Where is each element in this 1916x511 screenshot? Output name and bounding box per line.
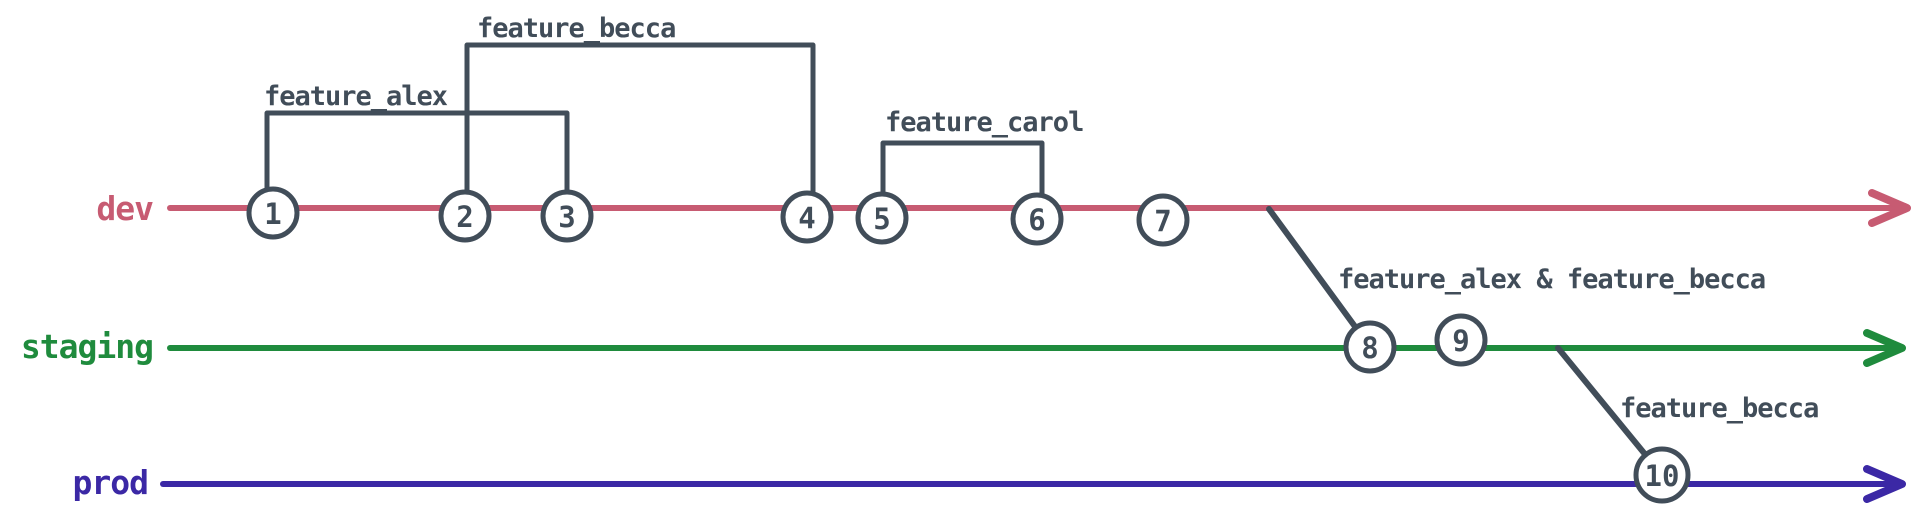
staging-arrowhead-icon: [1863, 329, 1906, 367]
prod-arrowhead-icon: [1863, 465, 1906, 503]
commit-number: 3: [558, 200, 575, 234]
feature-becca-label: feature_becca: [477, 13, 675, 44]
prod-branch-label: prod: [73, 463, 148, 502]
commit-circle: [1010, 192, 1064, 246]
dev-to-staging-merge-line: [1266, 206, 1373, 350]
commit-node-9: 9: [1434, 313, 1488, 367]
commit-node-1: 1: [246, 186, 300, 240]
commit-circle: [246, 186, 300, 240]
feature-becca-bracket: [464, 42, 816, 197]
commit-number: 8: [1361, 331, 1378, 365]
commit-number: 5: [873, 202, 890, 236]
commit-node-3: 3: [540, 189, 594, 243]
commit-circle: [1136, 193, 1190, 247]
feature-alex-label: feature_alex: [264, 81, 448, 112]
commit-number: 9: [1452, 324, 1469, 358]
commit-number: 2: [456, 200, 473, 234]
feature-carol-bracket: [880, 140, 1045, 199]
commit-node-10: 10: [1633, 446, 1691, 504]
commit-node-4: 4: [780, 190, 834, 244]
commit-circle: [540, 189, 594, 243]
commit-node-5: 5: [855, 191, 909, 245]
commit-circle: [780, 190, 834, 244]
commit-circle: [1343, 320, 1397, 374]
feature-alex-bracket: [264, 110, 570, 195]
commit-number: 7: [1154, 204, 1171, 238]
commit-node-6: 6: [1010, 192, 1064, 246]
staging-merge-label: feature_alex & feature_becca: [1338, 264, 1765, 295]
commit-number: 1: [264, 197, 281, 231]
commit-node-7: 7: [1136, 193, 1190, 247]
commit-number: 10: [1645, 459, 1680, 493]
prod-merge-label: feature_becca: [1620, 393, 1818, 424]
commit-node-8: 8: [1343, 320, 1397, 374]
dev-branch-label: dev: [96, 189, 153, 228]
commit-circle: [1633, 446, 1691, 504]
commit-circle: [855, 191, 909, 245]
commit-number: 4: [798, 201, 815, 235]
commit-node-2: 2: [438, 189, 492, 243]
staging-branch-label: staging: [21, 327, 153, 366]
commit-circle: [438, 189, 492, 243]
commit-number: 6: [1028, 203, 1045, 237]
commit-circle: [1434, 313, 1488, 367]
dev-arrowhead-icon: [1868, 189, 1911, 227]
feature-carol-label: feature_carol: [885, 107, 1083, 138]
